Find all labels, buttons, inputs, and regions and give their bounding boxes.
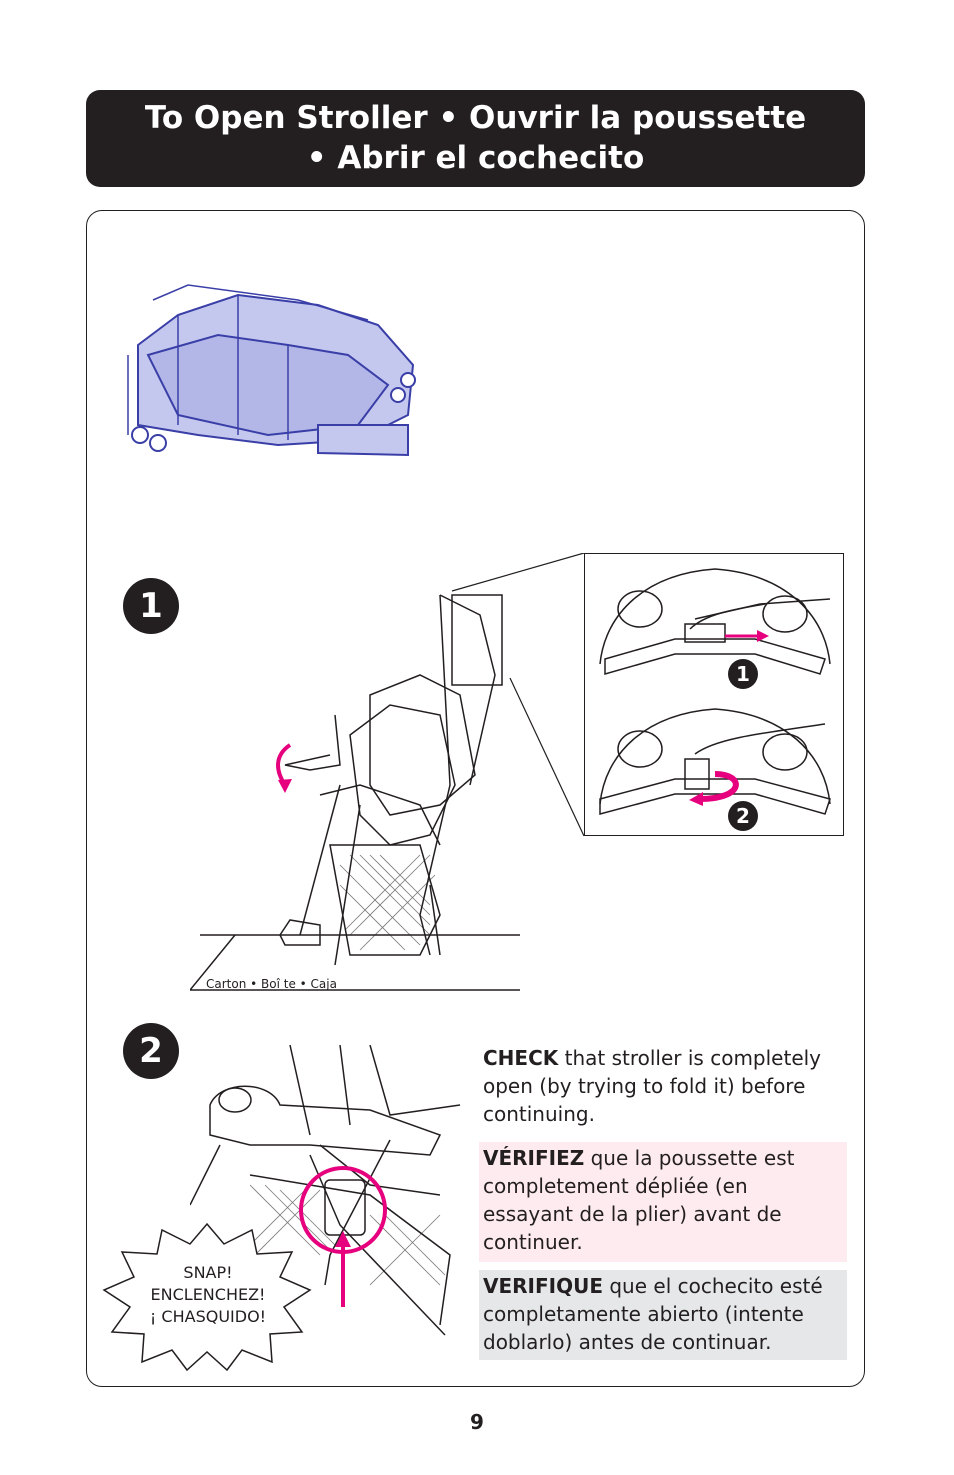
- inset-connector-lines: [451, 553, 585, 837]
- check-es-text: que el cochecito esté completamente abie…: [483, 1274, 823, 1354]
- handle-release-inset: 1 2: [584, 553, 844, 836]
- snap-line-2: ENCLENCHEZ!: [150, 1285, 266, 1304]
- snap-callout: SNAP! ENCLENCHEZ! ¡ CHASQUIDO!: [120, 1262, 296, 1328]
- check-text-fr: VÉRIFIEZ que la poussette est completeme…: [479, 1142, 847, 1262]
- step-2-badge: 2: [123, 1023, 179, 1079]
- check-text-en: CHECK that stroller is completely open (…: [479, 1042, 847, 1130]
- page-number: 9: [470, 1410, 484, 1434]
- handle-release-illustration: [599, 568, 831, 815]
- check-en-bold: CHECK: [483, 1046, 559, 1070]
- check-en-text: that stroller is completely open (by try…: [483, 1046, 822, 1126]
- title-line-2: • Abrir el cochecito: [306, 140, 645, 176]
- snap-line-3: ¡ CHASQUIDO!: [149, 1307, 267, 1326]
- inset-step-1-badge: 1: [728, 659, 758, 689]
- snap-burst-shape: [102, 1222, 312, 1372]
- open-stroller-lock-illustration: [190, 1045, 461, 1336]
- section-title-bar: To Open Stroller • Ouvrir la poussette •…: [86, 90, 865, 187]
- step-1-badge: 1: [123, 578, 179, 634]
- check-fr-text: que la poussette est completement déplié…: [483, 1146, 795, 1254]
- title-line-1: To Open Stroller • Ouvrir la poussette: [144, 100, 807, 136]
- instruction-panel: [86, 210, 865, 1387]
- check-fr-bold: VÉRIFIEZ: [483, 1146, 585, 1170]
- carton-label: Carton • Boî te • Caja: [206, 977, 337, 991]
- snap-line-1: SNAP!: [183, 1263, 233, 1282]
- check-text-es: VERIFIQUE que el cochecito esté completa…: [479, 1270, 847, 1360]
- upright-folded-stroller-illustration: [190, 594, 520, 991]
- folded-stroller-illustration: [127, 284, 416, 457]
- check-es-bold: VERIFIQUE: [483, 1274, 603, 1298]
- inset-step-2-badge: 2: [728, 801, 758, 831]
